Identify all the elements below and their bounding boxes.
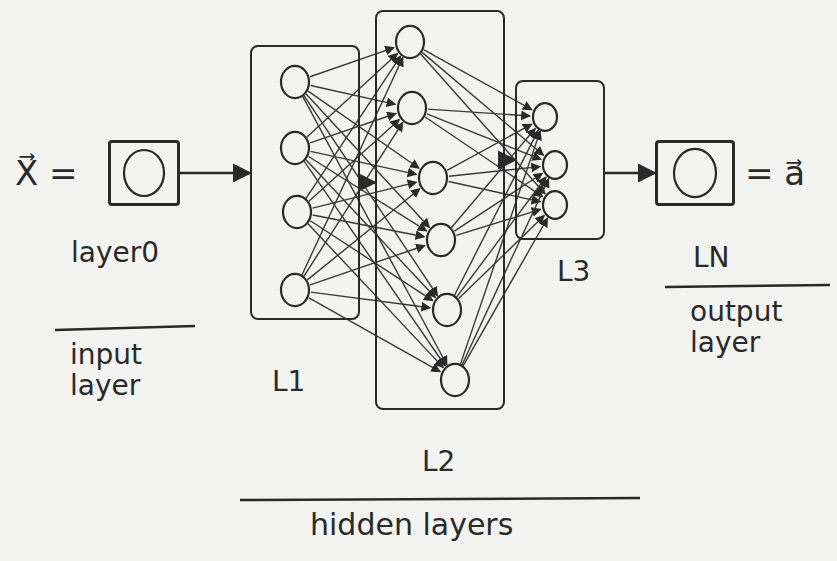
synapse-arrow (451, 128, 535, 227)
neuron-circle (419, 162, 447, 194)
underline (240, 498, 640, 500)
layer-box: layer0 (108, 140, 180, 206)
layer-arrow (505, 159, 515, 161)
neuron-circle (543, 151, 567, 179)
layer-box: LN (655, 140, 735, 206)
layer-caption: hidden layers (310, 508, 513, 541)
synapse-arrow (311, 151, 417, 174)
synapse-arrow (463, 218, 548, 366)
neuron-circle (398, 92, 426, 124)
neuron-circle (281, 274, 309, 306)
vector-label: = a⃗ (745, 155, 805, 192)
layer-arrow (605, 172, 655, 174)
underlines (55, 285, 830, 500)
layer-name: L1 (272, 367, 305, 398)
synapse-arrow (458, 215, 544, 298)
layer-caption: input layer (70, 340, 180, 402)
synapse-arrow (311, 292, 430, 308)
layer-arrow (360, 181, 375, 183)
hidden-layer-box: L3 (515, 80, 605, 240)
synapse-arrow (310, 221, 432, 301)
neuron-circle (124, 150, 164, 196)
neuron-circle (674, 149, 716, 197)
hidden-layer-box: L1 (250, 45, 360, 320)
synapse-arrow (454, 130, 538, 295)
synapse-arrow (304, 122, 403, 276)
layer-arrow (180, 172, 250, 174)
neuron-circle (283, 196, 311, 228)
neuron-circle (533, 103, 557, 131)
layer-name: L3 (557, 257, 590, 288)
neuron-circle (543, 191, 567, 219)
synapse-arrow (306, 160, 435, 298)
synapse-arrow (310, 48, 394, 77)
underline (665, 285, 830, 287)
synapse-arrow (460, 131, 540, 365)
synapse-arrow (310, 246, 425, 285)
layer-name: L2 (422, 447, 455, 478)
layer-name: LN (693, 243, 730, 274)
vector-label: X⃗ = (15, 155, 78, 192)
neuron-circle (441, 364, 469, 396)
synapse-arrow (462, 179, 549, 366)
neuron-circle (427, 224, 455, 256)
neuron-circle (433, 294, 461, 326)
hidden-layer-box: L2 (375, 10, 505, 410)
underline (55, 326, 195, 330)
synapse-arrow (306, 56, 401, 199)
neuron-circle (281, 66, 309, 98)
synapse-arrow (427, 114, 541, 160)
synapse-arrow (309, 119, 400, 201)
synapse-arrow (307, 54, 398, 138)
layer-name: layer0 (71, 238, 159, 269)
neuron-circle (281, 132, 309, 164)
layer-caption: output layer (690, 297, 820, 359)
neuron-circle (396, 26, 424, 58)
